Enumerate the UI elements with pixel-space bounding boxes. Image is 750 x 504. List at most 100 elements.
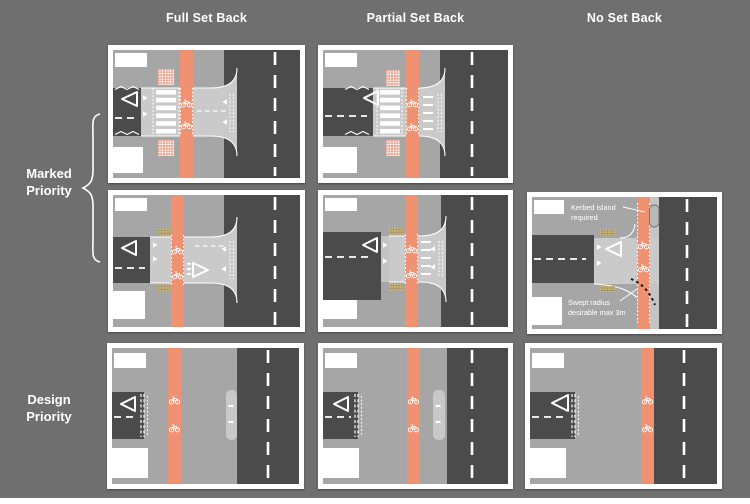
give-way-triangle-icon [333,396,349,412]
building [115,53,147,67]
give-way-triangle-icon [605,241,622,257]
svg-text:Kerbed island: Kerbed island [571,203,616,212]
diagram-marked-priority-junction-full-set-back [108,190,305,332]
bicycle-icon [637,241,650,250]
svg-text:required: required [571,213,598,222]
junction-diagram [525,343,722,489]
diagram-marked-priority-crossing-partial-set-back [318,45,513,183]
junction-diagram [318,343,513,489]
building [114,353,146,368]
zigzag-marking [344,85,370,91]
column-header-partial-set-back: Partial Set Back [318,8,513,28]
main-carriageway [441,195,508,327]
bicycle-icon [168,424,181,433]
kerbed-island [649,204,660,228]
cycle-track [405,195,418,327]
bicycle-icon [406,123,419,132]
give-way-triangle-icon [551,394,569,412]
building [532,297,562,325]
diagram-marked-priority-crossing-full-set-back [108,45,305,183]
tactile-paving [157,228,171,236]
cycle-track [168,348,181,484]
give-way-triangle-icon [362,237,378,253]
tactile-paving [389,283,403,291]
bicycle-icon [407,424,420,433]
cycle-track [171,195,184,327]
give-way-triangle-icon [121,240,137,256]
junction-diagram [108,45,305,183]
bicycle-icon [171,271,184,280]
building [113,147,143,173]
cycle-track [407,348,420,484]
side-road [323,392,358,439]
pedestrian-island [226,390,237,440]
svg-text:desirable max 3m: desirable max 3m [568,308,626,317]
cycle-track [637,197,650,329]
main-carriageway [659,197,717,329]
side-road [323,88,373,136]
junction-diagram [108,190,305,332]
bicycle-icon [406,99,419,108]
side-road [112,392,144,439]
junction-diagram [318,190,513,332]
column-header-label: Full Set Back [165,11,248,25]
zebra-crossing [380,90,400,134]
side-road [113,237,150,283]
tactile-paving [389,227,403,235]
main-carriageway [654,348,717,484]
zigzag-marking [114,130,140,136]
zigzag-marking [114,85,140,91]
bicycle-icon [171,246,184,255]
building [113,291,145,319]
building [323,147,357,173]
bicycle-icon [168,396,181,405]
main-carriageway [447,348,508,484]
tactile-paving [386,70,400,86]
brace-icon [81,113,101,263]
bicycle-icon [641,424,654,433]
diagram-design-priority-junction-no-set-back [525,343,722,489]
tactile-paving [158,140,174,156]
bicycle-icon [180,121,193,130]
main-carriageway [237,348,299,484]
give-way-triangle-icon [363,90,379,106]
bicycle-icon [641,396,654,405]
building [325,53,357,67]
junction-diagram [318,45,513,183]
tactile-paving [386,140,400,156]
column-header-label: Partial Set Back [366,11,465,25]
cycle-track [180,50,193,178]
building [325,198,357,211]
building [530,448,566,478]
main-carriageway [440,50,508,178]
junction-diagram [107,343,304,489]
building [115,198,147,211]
diagram-marked-priority-junction-partial-set-back [318,190,513,332]
column-header-label: No Set Back [586,11,663,25]
bicycle-icon [405,270,418,279]
building [534,200,564,214]
side-road [323,232,381,300]
diagram-design-priority-junction-full-set-back [107,343,304,489]
building [532,353,564,368]
bicycle-icon [407,396,420,405]
pedestrian-island [433,390,445,440]
tactile-paving [158,69,174,85]
bicycle-icon [405,245,418,254]
tactile-paving [600,286,615,292]
building [325,353,357,368]
row-label-design-priority: Design Priority [26,392,72,424]
cycle-track [406,50,419,178]
give-way-triangle-icon [121,91,138,107]
cycle-track [641,348,654,484]
building [323,448,359,478]
give-way-triangle-icon [120,396,136,412]
diagram-design-priority-junction-partial-set-back [318,343,513,489]
bicycle-icon [637,264,650,273]
tactile-paving [157,284,171,292]
